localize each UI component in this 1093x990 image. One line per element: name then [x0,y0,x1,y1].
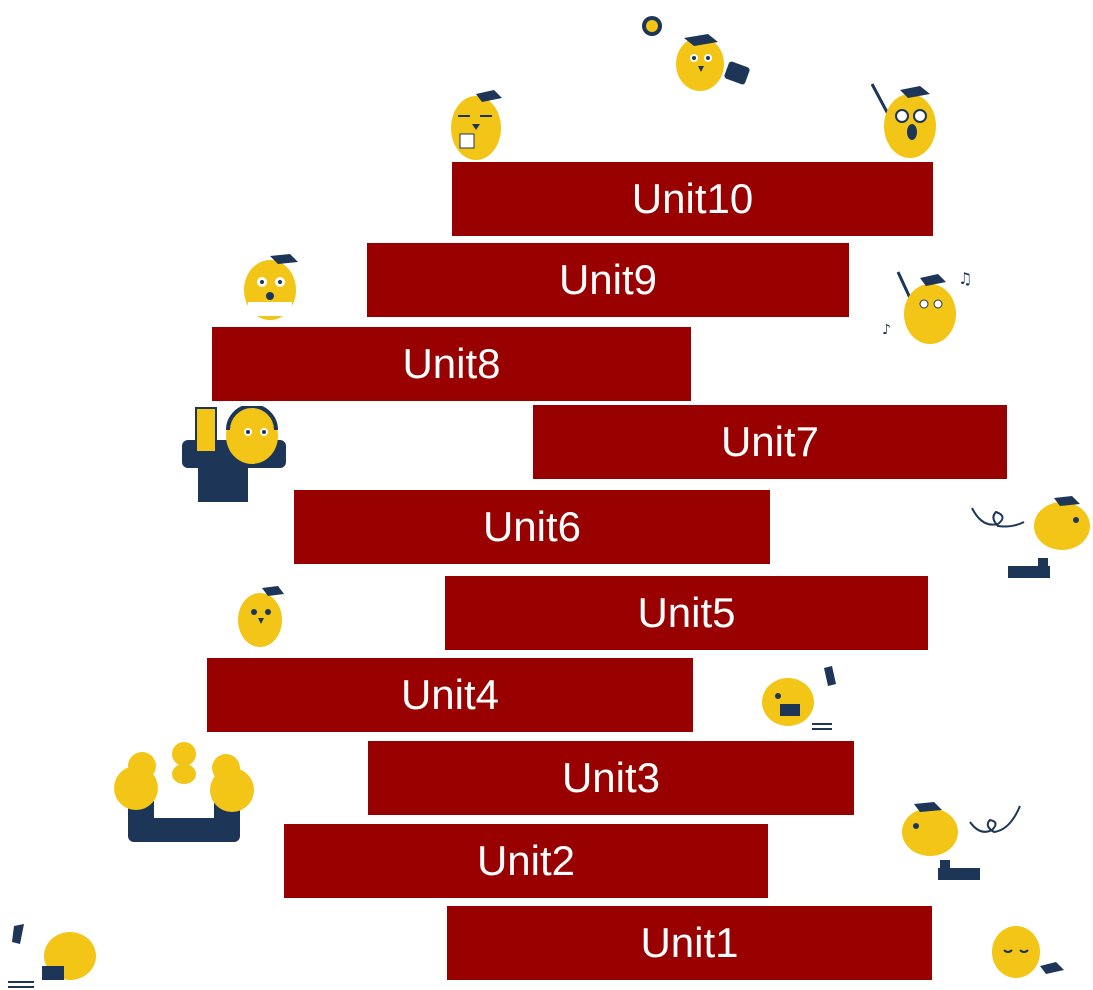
unit6-label: Unit6 [482,503,582,550]
unit4-button[interactable]: Unit4 [207,658,693,732]
computer-chick-icon [178,406,290,504]
unit2-label: Unit2 [476,837,576,884]
sleeping-chick-icon [990,922,1066,980]
unit1-label: Unit1 [640,919,739,966]
music-chick-icon: ♫ ♪ [880,268,980,350]
unit8-button[interactable]: Unit8 [212,327,691,401]
unit10-button[interactable]: Unit10 [452,162,933,236]
unit5-button[interactable]: Unit5 [445,576,928,650]
unit4-label: Unit4 [400,671,500,718]
unit9-label: Unit9 [558,256,658,303]
drinking-chick-icon [448,86,506,162]
unit7-label: Unit7 [720,418,820,465]
flying-chick-icon [968,494,1093,582]
thinking-chick-icon [236,586,286,648]
unit9-button[interactable]: Unit9 [367,243,849,317]
svg-text:♪: ♪ [882,322,891,338]
traveler-chick-icon [638,12,758,102]
unit3-label: Unit3 [561,754,661,801]
unit10-label: Unit10 [631,175,754,222]
unit7-button[interactable]: Unit7 [533,405,1007,479]
unit6-button[interactable]: Unit6 [294,490,770,564]
conductor-chick-icon [866,80,942,160]
svg-text:♫: ♫ [958,269,972,288]
unit2-button[interactable]: Unit2 [284,824,768,898]
unit3-button[interactable]: Unit3 [368,741,854,815]
unit1-button[interactable]: Unit1 [447,906,932,980]
falling-chick-icon [4,922,100,990]
flying-chick-2-icon [900,800,1024,884]
stumbling-chick-icon [752,664,838,734]
unit5-label: Unit5 [637,589,736,636]
meeting-chicks-icon [108,740,260,846]
unit8-label: Unit8 [402,340,501,387]
singing-chick-icon [240,252,304,322]
